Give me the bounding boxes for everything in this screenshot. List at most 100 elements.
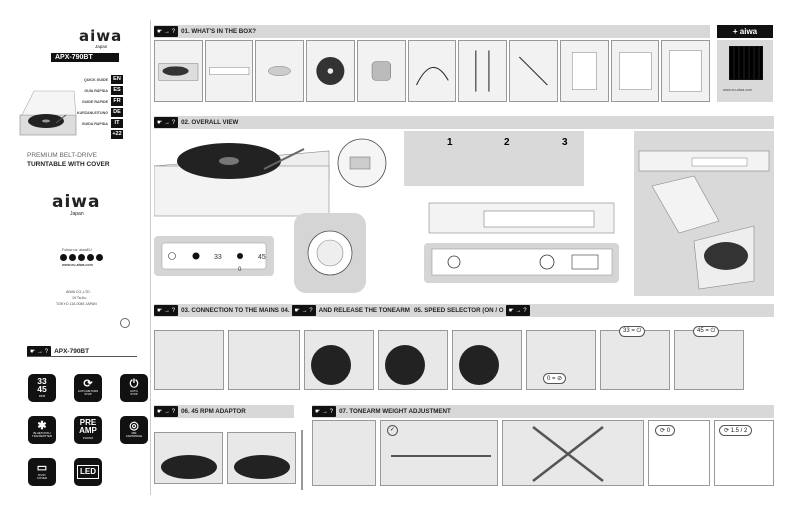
turntable-icon: [158, 63, 199, 81]
feature-cap: MM CARTRIDGE: [125, 430, 143, 438]
feature-bluetooth: ✱BLUETOOTH TRANSMITTER: [28, 416, 56, 444]
speed-45-text: 45 =: [697, 328, 709, 334]
qr-panel: www.eu-aiwa.com: [717, 40, 773, 102]
feature-cartridge: ◎MM CARTRIDGE: [120, 416, 148, 444]
adaptor-icon: [268, 66, 292, 76]
subtitle-line1: PREMIUM BELT-DRIVE: [27, 152, 97, 159]
column-divider: [150, 20, 151, 495]
feature-cap: PHONO: [82, 436, 94, 441]
section-07-header: ☛ → ? 07. TONEARM WEIGHT ADJUSTMENT: [312, 405, 774, 418]
overall-view-diagram: 33 45 0 1 2 3: [153, 131, 774, 296]
box-item-rca-cable: [458, 40, 508, 102]
lang-code: FR: [111, 97, 123, 106]
qr-website[interactable]: www.eu-aiwa.com: [723, 88, 752, 92]
counterweight-icon: [371, 61, 391, 81]
section-04-number: 04.: [280, 307, 290, 314]
youtube-icon[interactable]: [96, 254, 103, 261]
brand-tagline-middle: Japan: [70, 211, 84, 217]
brand-logo-top: aiwa: [79, 27, 123, 45]
weight-header-icon: ☛ → ?: [312, 406, 337, 417]
speed-panel-off: 0 = ⊘: [526, 330, 596, 390]
speed-45-badge: 45 = ⏻: [693, 326, 720, 337]
feature-big: PRE AMP: [79, 418, 97, 436]
box-contents-row: [154, 40, 711, 102]
qr-code-icon[interactable]: [729, 46, 763, 80]
laptop-icon: ▭: [36, 461, 48, 474]
box-item-turntable: [154, 40, 203, 102]
recycle-icon: [120, 318, 130, 328]
section-06-panels: [154, 432, 296, 484]
weight-panel-ratio: ⟳ 1.5 / 2: [713, 420, 774, 486]
ratio-badge: ⟳ 1.5 / 2: [718, 425, 753, 436]
lang-code: +22: [111, 130, 123, 139]
cover-icon: [209, 67, 249, 75]
lang-label: GUIDA RAPIDA: [81, 121, 108, 126]
mains-panel-2: [228, 330, 300, 390]
lang-label: GUÍA RÁPIDA: [84, 88, 108, 93]
bluetooth-icon: ✱: [37, 419, 47, 432]
step-1-label: 1: [447, 137, 453, 148]
box-item-cover: [204, 40, 254, 102]
speed-33-label: 33: [214, 254, 222, 261]
box-icon: ☛ → ?: [154, 26, 179, 37]
feature-auto-stop: ⏻AUTO STOP: [120, 374, 148, 402]
website-left[interactable]: www.eu-aiwa.com: [62, 263, 93, 267]
mains-panel-1: [154, 330, 224, 390]
weight-panel-wrong: [501, 420, 644, 486]
manual-icon: [571, 52, 597, 90]
warranty-icon: [669, 50, 702, 92]
power-switch-icon: ☛ → ?: [505, 305, 530, 316]
guide-icon: [618, 52, 652, 90]
header-rule: [27, 356, 137, 357]
lang-label: GUIDE RAPIDE: [82, 99, 108, 104]
power-cable-icon: [415, 66, 449, 86]
instagram-icon[interactable]: [78, 254, 85, 261]
lang-label: QUICK GUIDE: [84, 77, 108, 82]
speed-panel-45: 45 = ⏻: [674, 326, 744, 390]
weight-panel-1: [312, 420, 376, 486]
pinterest-icon[interactable]: [87, 254, 94, 261]
section-04-title: AND RELEASE THE TONEARM: [318, 307, 410, 314]
feature-led: LED: [74, 458, 102, 486]
lang-row-more[interactable]: +22: [70, 129, 123, 140]
lang-label: KURZANLEITUNG: [77, 110, 108, 115]
auto-return-icon: ⟳: [83, 377, 93, 390]
facebook-icon[interactable]: [60, 254, 67, 261]
adaptor-header-icon: ☛ → ?: [154, 406, 179, 417]
weight-panel-zero: ⟳ 0: [647, 420, 710, 486]
company-line3: TOKYO 115-0045 JAPAN: [56, 302, 97, 306]
box-item-power-cable: [407, 40, 457, 102]
overview-icon: ☛ → ?: [154, 117, 179, 128]
social-icons: [60, 254, 103, 261]
box-item-platter: [306, 40, 355, 102]
plug-icon: ☛ → ?: [154, 305, 179, 316]
rca-cable-icon: [475, 50, 490, 92]
feature-cap: RPM: [38, 394, 46, 399]
section-03-header: ☛ → ? 03. CONNECTION TO THE MAINS 04. ☛ …: [154, 304, 774, 317]
power-icon: ⏻: [129, 377, 139, 390]
lang-code: EN: [111, 75, 123, 84]
section-03-title: 03. CONNECTION TO THE MAINS: [181, 307, 279, 314]
speed-off-badge: 0 = ⊘: [543, 373, 567, 384]
tonearm-panel-1: [304, 330, 374, 390]
ratio-label: 1.5 / 2: [730, 428, 748, 434]
section-01-header: ☛ → ? 01. WHAT'S IN THE BOX?: [154, 25, 710, 38]
lang-code: DE: [111, 108, 123, 117]
zero-badge: ⟳ 0: [654, 425, 676, 436]
box-item-adaptor: [255, 40, 305, 102]
twitter-icon[interactable]: [69, 254, 76, 261]
section-05-title: 05. SPEED SELECTOR (ON / O: [413, 307, 504, 314]
brand-logo-middle: aiwa: [52, 192, 101, 212]
tonearm-icon: ☛ → ?: [291, 305, 316, 316]
section-07-panels: ✓ ⟳ 0 ⟳ 1.5 / 2: [312, 420, 774, 486]
brand-tagline-top: Japan: [95, 44, 108, 49]
